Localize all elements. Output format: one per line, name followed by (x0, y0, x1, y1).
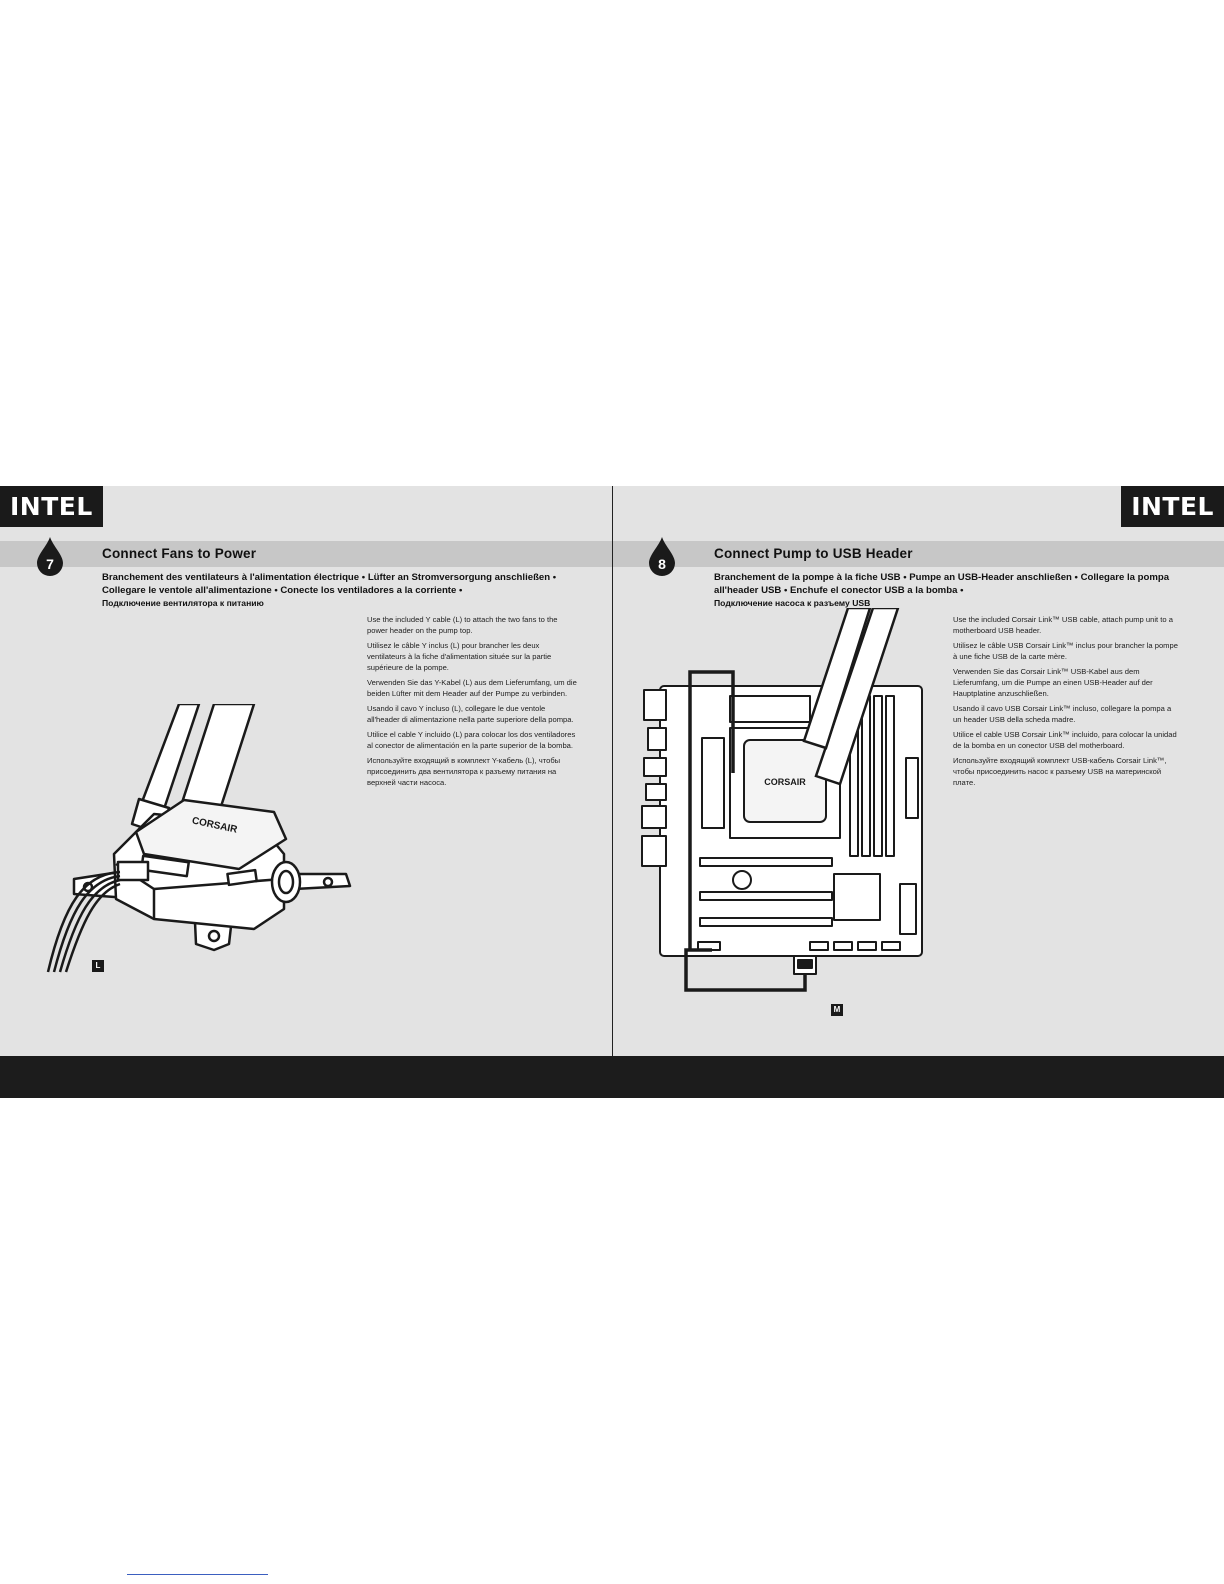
step-8-instruction-it: Usando il cavo USB Corsair Link™ incluso… (953, 704, 1172, 724)
step-8-instruction-es: Utilice el cable USB Corsair Link™ inclu… (953, 730, 1177, 750)
step-8-instruction-fr: Utilisez le câble USB Corsair Link™ incl… (953, 641, 1178, 661)
water-drop-icon: 7 (37, 537, 63, 576)
step-7-instructions: Use the included Y cable (L) to attach t… (367, 614, 579, 792)
step-8-subtitle-ru: Подключение насоса к разъему USB (714, 598, 871, 608)
step-8-subtitle-text: Branchement de la pompe à la fiche USB •… (714, 572, 1170, 596)
step-7-instruction-ru: Используйте входящий в комплект Y-кабель… (367, 756, 561, 787)
step-7-number: 7 (46, 556, 54, 572)
part-label-l: L (92, 960, 104, 972)
step-7-subtitle: Branchement des ventilateurs à l'aliment… (102, 571, 582, 610)
step-8-band (613, 541, 1224, 567)
step-7-instruction-es: Utilice el cable Y incluido (L) para col… (367, 730, 576, 750)
step-7-band (0, 541, 612, 567)
motherboard-illustration: CORSAIR (641, 608, 923, 992)
step-7-subtitle-ru: Подключение вентилятора к питанию (102, 598, 264, 608)
step-7-instruction-en: Use the included Y cable (L) to attach t… (367, 615, 558, 635)
step-8-instruction-en: Use the included Corsair Link™ USB cable… (953, 615, 1173, 635)
step-8-instructions: Use the included Corsair Link™ USB cable… (953, 614, 1181, 792)
step-8-subtitle: Branchement de la pompe à la fiche USB •… (714, 571, 1184, 610)
footer-bar (0, 1056, 1224, 1098)
step-7-instruction-fr: Utilisez le câble Y inclus (L) pour bran… (367, 641, 552, 672)
page-divider (612, 486, 613, 1056)
part-label-m: M (831, 1004, 843, 1016)
step-7-instruction-de: Verwenden Sie das Y-Kabel (L) aus dem Li… (367, 678, 577, 698)
manual-spread: INTEL INTEL 7 Connect Fans to Power Bran… (0, 486, 1224, 1098)
step-8-instruction-de: Verwenden Sie das Corsair Link™ USB-Kabe… (953, 667, 1153, 698)
step-8-number: 8 (658, 556, 666, 572)
intel-badge-right: INTEL (1121, 486, 1224, 527)
step-8-title: Connect Pump to USB Header (714, 546, 913, 561)
step-7-title: Connect Fans to Power (102, 546, 257, 561)
footer-link-underline (127, 1574, 268, 1575)
water-drop-icon: 8 (649, 537, 675, 576)
pump-illustration: CORSAIR (46, 704, 352, 973)
step-8-instruction-ru: Используйте входящий комплект USB-кабель… (953, 756, 1167, 787)
step-7-instruction-it: Usando il cavo Y incluso (L), collegare … (367, 704, 574, 724)
step-7-subtitle-text: Branchement des ventilateurs à l'aliment… (102, 572, 557, 596)
pump-logo-text: CORSAIR (764, 777, 806, 787)
intel-badge-left: INTEL (0, 486, 103, 527)
